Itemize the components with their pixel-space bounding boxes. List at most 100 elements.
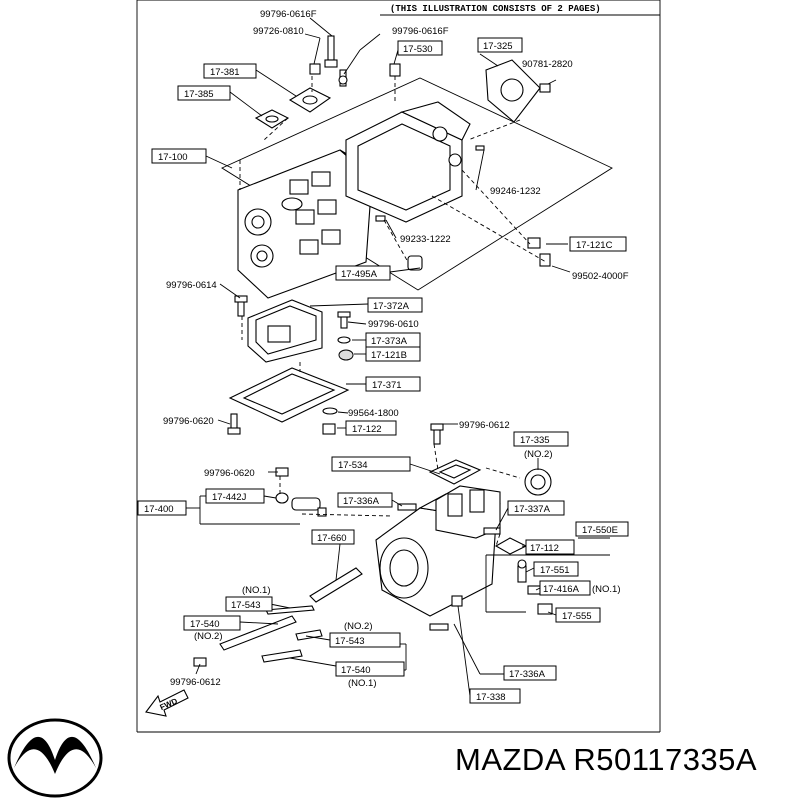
callout-17-540-no1: 17-540 <box>341 665 371 676</box>
callout-box-17-336a-upper <box>337 492 393 508</box>
shift-rod-17-543-no1 <box>265 605 315 615</box>
callout-box-17-122 <box>345 420 397 436</box>
callout-box-17-338 <box>469 688 521 704</box>
callout-17-325: 17-325 <box>483 41 513 52</box>
intermediate-housing <box>345 101 471 223</box>
gasket-17-112 <box>494 537 528 555</box>
callout-17-551: 17-551 <box>540 565 570 576</box>
callout-17-335-qualifier: (NO.2) <box>524 449 553 460</box>
callout-17-660: 17-660 <box>317 533 347 544</box>
callout-17-121b: 17-121B <box>371 350 407 361</box>
bolt-99796-0614 <box>234 295 248 317</box>
callout-99726-0810: 99726-0810 <box>253 26 304 37</box>
control-housing-17-372a <box>247 299 323 363</box>
cover-plate-17-325 <box>485 59 541 123</box>
callout-box-17-385 <box>177 85 231 101</box>
actuator-17-442j <box>275 492 327 517</box>
callout-17-543-no1-qualifier: (NO.1) <box>242 585 271 596</box>
callout-box-17-121b <box>365 346 421 362</box>
callout-box-17-495a <box>335 265 391 281</box>
gasket-17-385 <box>254 109 290 129</box>
shift-rod-17-543-no2 <box>295 629 323 641</box>
guide-lines-top-a <box>239 76 313 190</box>
callout-box-17-543-no1 <box>225 596 273 612</box>
bolt-99796-0610 <box>337 311 351 329</box>
guide-lines-top-b <box>383 76 547 263</box>
bolt-17-337a <box>483 527 501 535</box>
callout-99796-0614: 99796-0614 <box>166 280 217 291</box>
switch-17-551 <box>517 559 527 583</box>
callout-box-17-540-no2 <box>183 615 241 631</box>
bolt-90781-2820 <box>539 79 557 93</box>
washer-99564-1800 <box>322 407 338 415</box>
bolt-17-336a-lower <box>429 623 449 631</box>
guide-lines-mid <box>241 316 301 372</box>
forward-arrow-icon: FWD <box>145 689 189 717</box>
shift-rod-17-540-no2 <box>219 615 297 651</box>
callout-17-338: 17-338 <box>476 692 506 703</box>
shift-rod-17-540-no1 <box>261 649 303 663</box>
callout-17-540-no2: 17-540 <box>190 619 220 630</box>
callout-17-112: 17-112 <box>530 543 559 554</box>
bolt-99796-0620 <box>227 413 241 435</box>
callout-99796-0612-lower: 99796-0612 <box>170 677 221 688</box>
callout-17-555: 17-555 <box>562 611 592 622</box>
plug-17-121b <box>338 349 354 361</box>
illustration-note: (THIS ILLUSTRATION CONSISTS OF 2 PAGES) <box>390 4 601 14</box>
connector-17-555 <box>537 603 553 615</box>
callout-box-17-551 <box>533 561 579 577</box>
connector-17-416a <box>527 585 541 595</box>
callout-17-550e: 17-550E <box>582 525 618 536</box>
callout-17-540-no2-qualifier: (NO.2) <box>194 631 223 642</box>
callout-box-17-335 <box>513 431 569 447</box>
callout-17-530: 17-530 <box>403 44 433 55</box>
callout-17-385: 17-385 <box>184 89 214 100</box>
callout-17-534: 17-534 <box>338 460 368 471</box>
pin-99246-1232 <box>475 145 485 151</box>
callout-box-17-381 <box>203 63 257 79</box>
callout-box-17-372a <box>367 297 423 313</box>
callout-17-543-no2: 17-543 <box>335 636 365 647</box>
callout-99246-1232: 99246-1232 <box>490 186 541 197</box>
callout-17-337a: 17-337A <box>514 504 551 515</box>
callout-17-122: 17-122 <box>352 424 382 435</box>
mazda-logo <box>7 718 103 798</box>
callout-box-17-555 <box>555 607 601 623</box>
callout-17-335: 17-335 <box>520 435 550 446</box>
callout-17-495a: 17-495A <box>341 269 378 280</box>
transmission-case <box>237 149 379 299</box>
callout-90781-2820: 90781-2820 <box>522 59 573 70</box>
callout-17-400: 17-400 <box>144 504 174 515</box>
cover-17-371 <box>228 367 350 423</box>
callout-17-121c: 17-121C <box>576 240 613 251</box>
callout-box-17-540-no1 <box>335 661 405 677</box>
bolt-99796-0612-lower <box>193 657 207 667</box>
callout-99233-1222: 99233-1222 <box>400 234 451 245</box>
brand-part-number: MAZDA R50117335A <box>455 742 758 777</box>
plug-17-530 <box>389 63 401 77</box>
pin-99233-1222 <box>375 215 386 222</box>
plug-17-122 <box>322 423 336 435</box>
callout-17-372a: 17-372A <box>373 301 410 312</box>
callout-99796-0620: 99796-0620 <box>163 416 214 427</box>
washer-17-373a <box>337 336 351 344</box>
guide-lines-lower <box>279 443 521 547</box>
callout-17-100: 17-100 <box>158 152 188 163</box>
bolt-99796-0616f-a <box>324 35 338 68</box>
plug-17-338 <box>451 595 463 607</box>
callout-box-17-336a-lower <box>503 665 557 681</box>
callout-box-17-530 <box>397 40 443 56</box>
callout-99796-0616f-b: 99796-0616F <box>392 26 449 37</box>
oil-seal-17-335 <box>524 468 552 496</box>
callout-17-336a-lower: 17-336A <box>509 669 546 680</box>
callout-box-17-337a <box>507 500 565 516</box>
callout-box-17-371 <box>365 376 421 392</box>
callout-99796-0612-top: 99796-0612 <box>459 420 510 431</box>
callout-box-17-660 <box>311 529 355 545</box>
callout-box-17-121c <box>569 236 627 252</box>
callout-box-17-100 <box>151 148 207 164</box>
callout-99564-1800: 99564-1800 <box>348 408 399 419</box>
callout-17-543-no1: 17-543 <box>231 600 261 611</box>
callout-17-416a-qualifier: (NO.1) <box>592 584 621 595</box>
